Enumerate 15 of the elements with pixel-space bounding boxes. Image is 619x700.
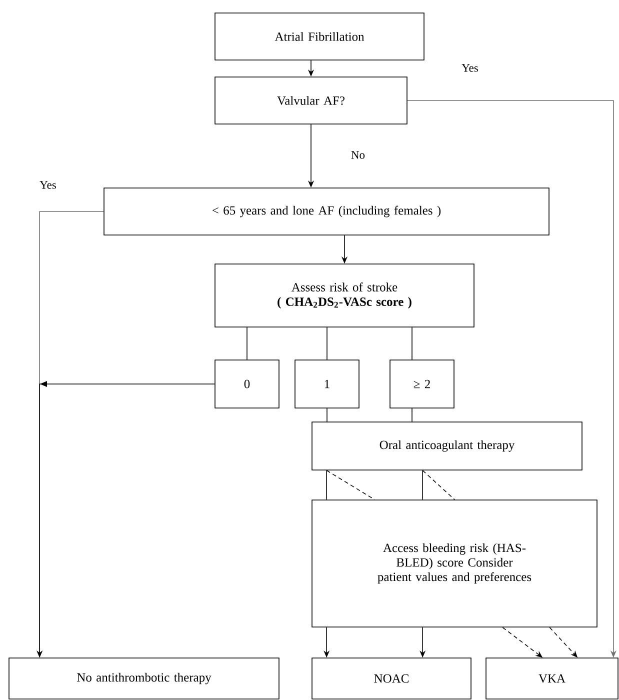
process-box: Oral anticoagulant therapy bbox=[312, 422, 582, 470]
process-box: 0 bbox=[214, 360, 280, 408]
process-box: Valvular AF? bbox=[214, 76, 408, 124]
process-box: NOAC bbox=[312, 658, 472, 700]
process-box: ≥ 2 bbox=[390, 360, 454, 408]
edge-label: Yes bbox=[460, 63, 480, 73]
process-box: Atrial Fibrillation bbox=[214, 12, 424, 60]
process-box: VKA bbox=[486, 658, 618, 700]
process-box: < 65 years and lone AF (including females ) bbox=[104, 188, 550, 236]
process-box: Assess risk of stroke ( CHA$_{2}$DS$_{2}$-VASc score ) bbox=[214, 264, 474, 328]
process-box: Access bleeding risk (HAS-BLED) score Consider patient values and preferences bbox=[312, 500, 598, 628]
process-box: No antithrombotic therapy bbox=[8, 658, 280, 700]
process-box: 1 bbox=[294, 360, 360, 408]
edge-label: No bbox=[350, 150, 366, 160]
edge-label: Yes bbox=[38, 180, 58, 190]
